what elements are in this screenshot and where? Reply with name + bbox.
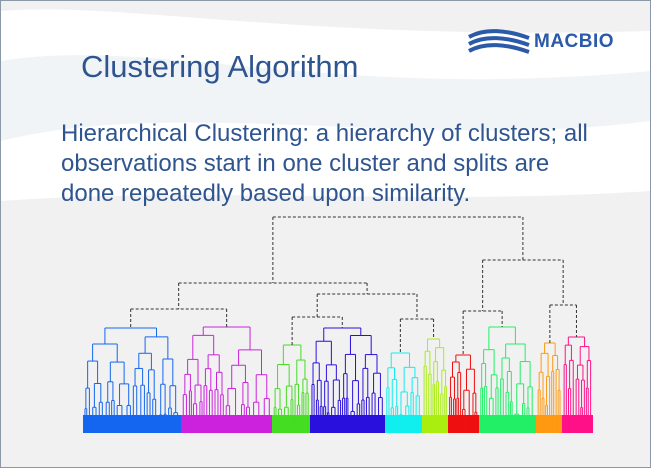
cluster-base <box>448 415 479 433</box>
cluster-base <box>83 415 181 433</box>
cluster-base <box>385 415 422 433</box>
slide-title: Clustering Algorithm <box>81 49 359 84</box>
macbio-logo: MACBIO <box>467 27 614 57</box>
cluster-base <box>562 415 593 433</box>
body-text: Hierarchical Clustering: a hierarchy of … <box>61 120 588 207</box>
wave-logo-icon <box>468 29 530 54</box>
logo-text: MACBIO <box>534 31 615 52</box>
